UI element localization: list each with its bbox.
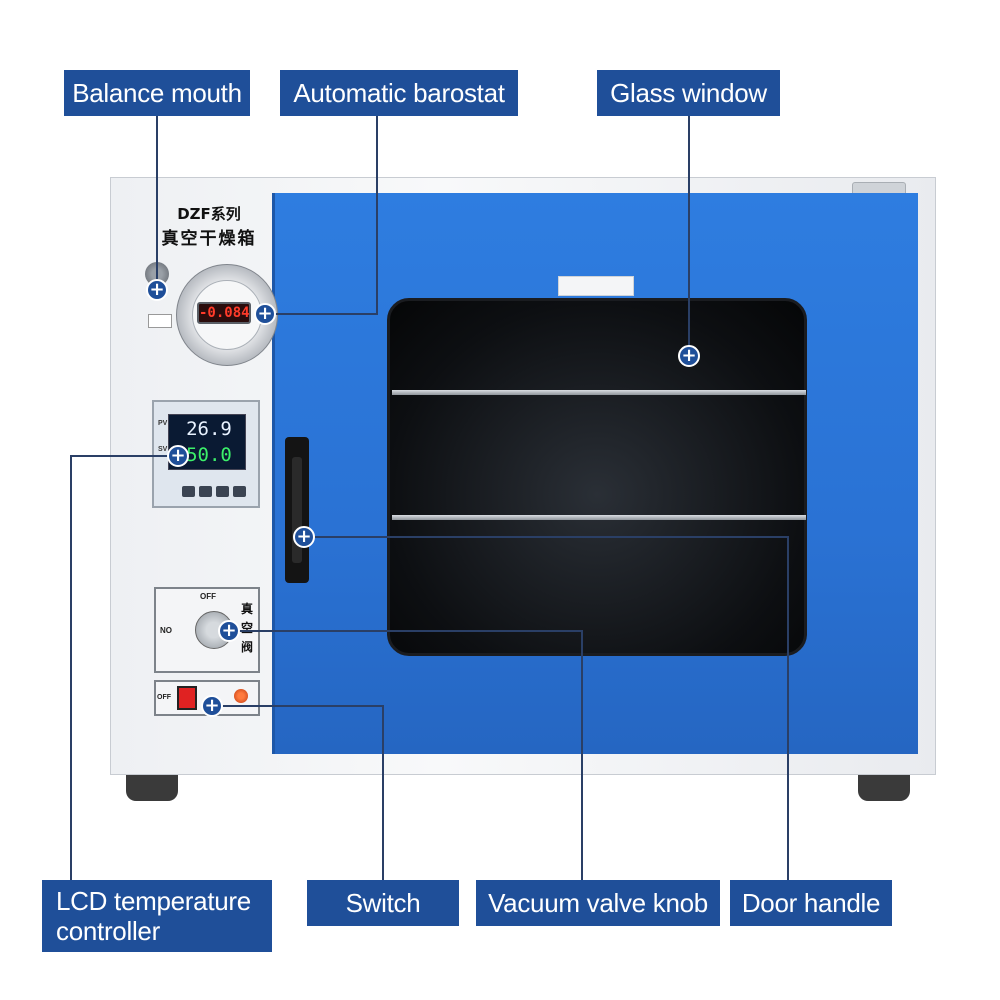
marker-lcd-controller[interactable]: + (167, 445, 189, 467)
sv-value: 50.0 (186, 444, 232, 466)
sv-tag: SV (158, 446, 168, 453)
leader-valve (229, 630, 583, 880)
marker-balance-mouth[interactable]: + (146, 279, 168, 301)
controller-button-3[interactable] (216, 486, 229, 497)
model-series: DZF系列 (177, 205, 241, 223)
marker-glass-window[interactable]: + (678, 345, 700, 367)
controller-button-2[interactable] (199, 486, 212, 497)
controller-button-4[interactable] (233, 486, 246, 497)
valve-off-label: OFF (200, 592, 216, 601)
marker-switch[interactable]: + (201, 695, 223, 717)
pv-value: 26.9 (186, 418, 232, 440)
label-lcd-line1: LCD temperature (56, 886, 251, 916)
door-brand-tag (558, 276, 634, 296)
valve-on-label: NO (160, 626, 172, 635)
valve-cn-char-1: 真 (241, 602, 254, 616)
model-plate: DZF系列 真空干燥箱 (150, 203, 268, 249)
pv-tag: PV (158, 420, 168, 427)
power-switch[interactable] (177, 686, 197, 710)
oven-foot-left (126, 775, 178, 801)
label-lcd-controller: LCD temperature controller (42, 880, 272, 952)
marker-barostat[interactable]: + (254, 303, 276, 325)
balance-mouth-tag (148, 314, 172, 328)
switch-off-label: OFF (157, 694, 171, 701)
door-handle (285, 437, 309, 583)
leader-switch (212, 705, 384, 880)
label-lcd-line2: controller (56, 916, 160, 946)
label-switch: Switch (307, 880, 459, 926)
model-name: 真空干燥箱 (161, 229, 257, 249)
label-balance-mouth: Balance mouth (64, 70, 250, 116)
marker-vacuum-valve[interactable]: + (218, 620, 240, 642)
valve-cn-char-3: 阀 (241, 640, 254, 654)
controller-button-1[interactable] (182, 486, 195, 497)
glass-window (387, 298, 807, 656)
label-glass-window: Glass window (597, 70, 780, 116)
label-door-handle: Door handle (730, 880, 892, 926)
label-automatic-barostat: Automatic barostat (280, 70, 518, 116)
leader-lcd (70, 455, 178, 880)
power-indicator-lamp (234, 689, 248, 703)
marker-door-handle[interactable]: + (293, 526, 315, 548)
oven-foot-right (858, 775, 910, 801)
label-vacuum-valve-knob: Vacuum valve knob (476, 880, 720, 926)
shelf-upper (392, 390, 806, 395)
shelf-lower (392, 515, 806, 520)
barostat-reading: -0.084 (197, 302, 251, 324)
leader-barostat (265, 116, 378, 315)
leader-handle (304, 536, 789, 880)
